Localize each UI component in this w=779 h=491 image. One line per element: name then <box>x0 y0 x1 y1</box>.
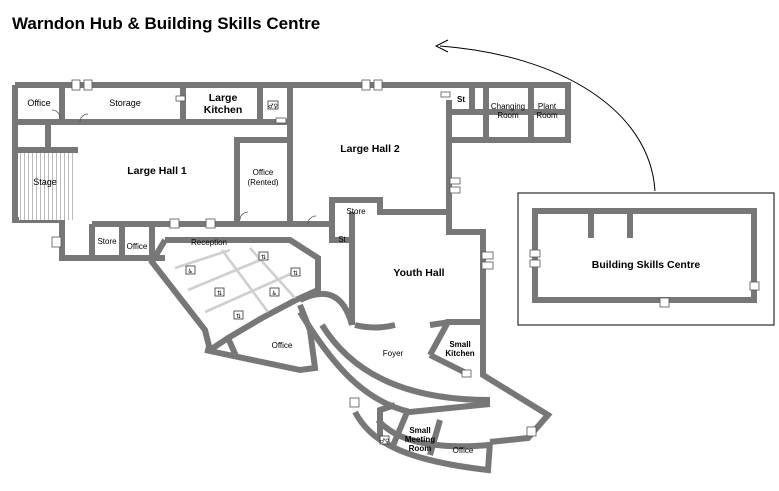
label-plant-room-line1: Plant <box>538 102 557 111</box>
label-office-bottom: Office <box>453 446 474 455</box>
label-office-rented-line1: Office <box>253 168 274 177</box>
svg-text:♿: ♿ <box>188 268 193 275</box>
label-small-meeting-line2: Meeting <box>405 435 435 444</box>
label-st-top: St <box>457 95 465 104</box>
page-title: Warndon Hub & Building Skills Centre <box>12 14 321 33</box>
label-office-rented-line2: (Rented) <box>247 178 278 187</box>
stage-area <box>19 152 75 220</box>
label-small-kitchen-line2: Kitchen <box>445 349 474 358</box>
label-plant-room-line2: Room <box>536 111 558 120</box>
label-foyer: Foyer <box>383 349 404 358</box>
label-storage: Storage <box>109 98 141 108</box>
label-office-top-left: Office <box>27 98 50 108</box>
accessible-toilet-icon: ♿ ♿ <box>185 265 280 297</box>
label-changing-room-line2: Room <box>497 111 519 120</box>
label-office-small: Office <box>127 242 148 251</box>
label-large-kitchen-line1: Large <box>209 92 238 104</box>
label-reception: Reception <box>191 238 227 247</box>
building-skills-centre <box>434 39 775 326</box>
label-st-mid: St <box>338 235 346 244</box>
interior-walls <box>15 88 568 325</box>
svg-text:⇅: ⇅ <box>261 254 266 261</box>
label-large-hall-1: Large Hall 1 <box>127 165 187 177</box>
label-store-hall2: Store <box>346 207 366 216</box>
label-store-left: Store <box>97 237 117 246</box>
svg-text:♿: ♿ <box>272 290 277 297</box>
svg-text:⇅: ⇅ <box>217 290 222 297</box>
foyer-block <box>297 290 493 474</box>
label-youth-hall: Youth Hall <box>393 267 444 279</box>
link-arrow <box>439 45 656 192</box>
svg-text:⇅: ⇅ <box>236 313 241 320</box>
toilet-icon: ♂♀ <box>379 435 390 445</box>
room-labels: Office Storage Large Kitchen St Changing… <box>27 92 700 455</box>
label-small-kitchen-line1: Small <box>449 340 470 349</box>
doors <box>51 79 760 437</box>
label-changing-room-line1: Changing <box>491 102 525 111</box>
toilet-icon: ♂♀ <box>267 100 279 110</box>
label-small-meeting-line3: Room <box>409 444 432 453</box>
label-small-meeting-line1: Small <box>409 426 430 435</box>
svg-text:♂♀: ♂♀ <box>380 438 390 445</box>
svg-text:♂♀: ♂♀ <box>268 103 278 110</box>
lift-icon: ⇅ ⇅ ⇅ ⇅ <box>214 251 301 320</box>
label-building-skills-centre: Building Skills Centre <box>592 259 701 271</box>
label-large-kitchen-line2: Kitchen <box>204 104 243 116</box>
reception-block <box>148 237 321 374</box>
label-office-lower: Office <box>272 341 293 350</box>
label-large-hall-2: Large Hall 2 <box>340 143 400 155</box>
label-stage: Stage <box>33 177 57 187</box>
svg-text:⇅: ⇅ <box>293 270 298 277</box>
